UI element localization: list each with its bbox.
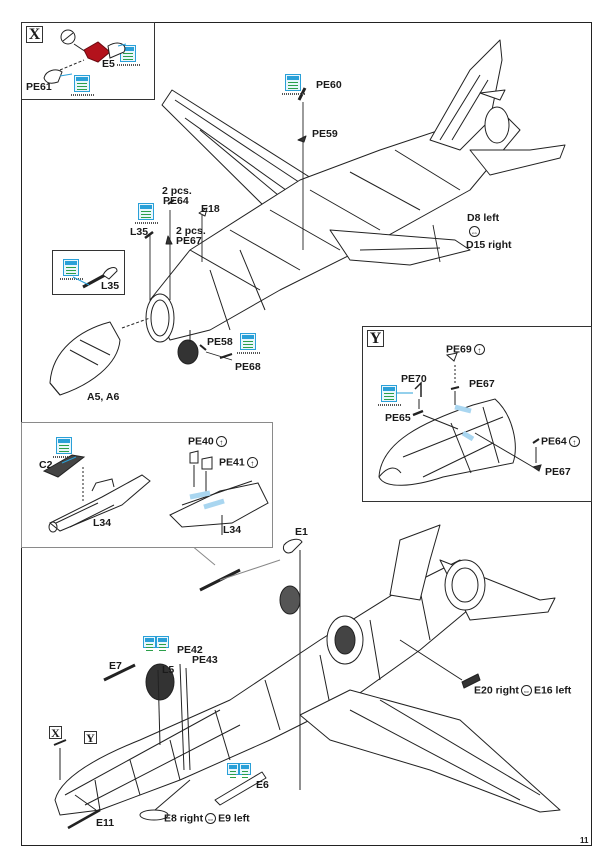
- part-e18-shape: [198, 207, 208, 217]
- page-number: 11: [580, 836, 589, 845]
- part-label-pe60: PE60: [316, 79, 342, 91]
- cockpit-tub-drawing: [42, 450, 269, 535]
- photo-etch-badge: [60, 259, 84, 280]
- optional-part-icon: ↑: [215, 436, 227, 447]
- photo-etch-badge: [378, 385, 402, 406]
- part-label-l34: L34: [93, 517, 112, 529]
- optional-part-icon: ↑: [473, 344, 485, 355]
- photo-etch-badge: [239, 763, 251, 778]
- optional-part-icon: ↑: [246, 457, 258, 468]
- lower-wing: [299, 689, 561, 813]
- photo-etch-badge: [53, 437, 77, 458]
- photo-etch-badge: [227, 763, 239, 778]
- photo-etch-badge: [135, 203, 159, 224]
- photo-etch-badge: [282, 74, 306, 95]
- lower-detail-parts: [53, 538, 481, 830]
- e20-text: E20 right: [474, 684, 519, 697]
- photo-etch-badge: [117, 45, 141, 66]
- part-l35-shape: [144, 231, 154, 239]
- upper-right-wing: [329, 229, 471, 266]
- part-label-a5-a6: A5, A6: [87, 391, 120, 403]
- lower-fuselage: [54, 559, 481, 816]
- step-letter-x: X: [26, 26, 43, 43]
- part-label-e18: E18: [201, 203, 220, 215]
- part-qty-pe67: 2 pcs.: [176, 225, 206, 237]
- part-label-l34-second: L34: [223, 524, 242, 536]
- part-label-pe68: PE68: [235, 361, 261, 373]
- inset-x: X E5 PE61: [21, 22, 155, 100]
- lower-tail: [389, 524, 556, 621]
- part-label-pe40: PE40↑: [188, 436, 229, 447]
- upper-tail-fin: [429, 39, 566, 176]
- part-label-c2: C2: [39, 459, 53, 471]
- inset-y: Y PE69↑ PE70 PE67 PE65 PE64↑ PE67: [362, 326, 592, 502]
- inset-l35: L35: [52, 250, 125, 295]
- part-label-pe42: PE42: [177, 644, 203, 656]
- part-label-e8-e9: E8 right⇔E9 left: [164, 813, 250, 824]
- part-label-pe41: PE41↑: [219, 457, 260, 468]
- part-label-pe67-second: PE67: [545, 466, 571, 478]
- part-pe64-shape: [167, 199, 175, 205]
- pe40-text: PE40: [188, 435, 214, 448]
- pe41-text: PE41: [219, 456, 245, 469]
- part-qty-pe64: 2 pcs.: [162, 185, 192, 197]
- photo-etch-badge: [143, 636, 156, 651]
- optional-part-icon: ↑: [568, 436, 580, 447]
- part-label-pe70: PE70: [401, 373, 427, 385]
- part-label-l35: L35: [130, 226, 149, 238]
- part-label-pe67: PE67: [469, 378, 495, 390]
- part-label-e7: E7: [109, 660, 122, 672]
- photo-etch-badge: [156, 636, 169, 651]
- canopy-drawing: [378, 352, 542, 486]
- part-label-d15: D15 right: [466, 239, 512, 251]
- part-label-d8: D8 left: [467, 212, 500, 224]
- step-ref-x: X: [49, 726, 62, 739]
- step-letter-y: Y: [367, 330, 384, 347]
- step-ref-y: Y: [84, 731, 97, 744]
- part-label-e1: E1: [295, 526, 308, 538]
- part-label-e11: E11: [96, 817, 115, 829]
- pe64-text: PE64: [541, 435, 567, 448]
- part-pe67-shape: [165, 235, 173, 245]
- part-pe68-shape: [219, 353, 233, 359]
- part-label-pe64: PE64: [163, 195, 189, 207]
- e9-text: E9 left: [218, 812, 250, 825]
- part-label-pe64: PE64↑: [541, 436, 582, 447]
- part-pe58-shape: [199, 344, 207, 351]
- e8-text: E8 right: [164, 812, 204, 825]
- pe69-text: PE69: [446, 343, 472, 356]
- upper-fuselage: [145, 109, 521, 343]
- photo-etch-badge: [237, 333, 261, 354]
- part-pe59-shape: [297, 135, 307, 143]
- part-label-pe67: PE67: [176, 235, 202, 247]
- part-label-e6: E6: [256, 779, 269, 791]
- part-label-e20-e16: E20 right⇔E16 left: [474, 685, 571, 696]
- inset-cockpit: C2 L34 PE40↑ PE41↑ L34: [21, 422, 273, 548]
- part-label-pe43: PE43: [192, 654, 218, 666]
- part-label-l35: L35: [101, 280, 120, 292]
- e16-text: E16 left: [533, 684, 572, 697]
- mirror-swap-icon: ⇔: [520, 685, 532, 696]
- part-label-e5: E5: [102, 58, 115, 70]
- part-label-l5: L5: [162, 664, 175, 676]
- mirror-swap-icon: ⇔: [469, 226, 480, 237]
- part-label-pe59: PE59: [312, 128, 338, 140]
- part-label-pe65: PE65: [385, 412, 411, 424]
- nose-cone-a5-a6: [49, 317, 151, 396]
- part-label-pe58: PE58: [207, 336, 233, 348]
- l35-part-drawing: [72, 267, 118, 289]
- part-label-pe61: PE61: [26, 81, 52, 93]
- mirror-swap-icon: ⇔: [205, 813, 217, 824]
- part-label-pe69: PE69↑: [446, 344, 487, 355]
- photo-etch-badge: [71, 75, 95, 96]
- upper-nose-gear: [177, 330, 199, 365]
- upper-guide-lines: [149, 102, 441, 361]
